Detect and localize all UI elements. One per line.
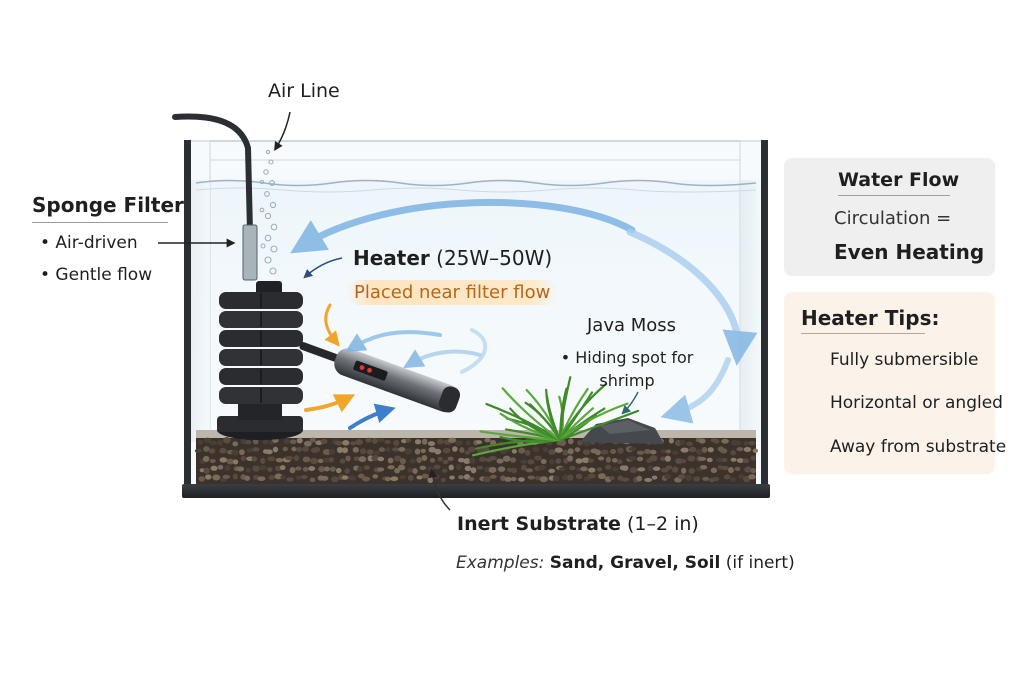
water-flow-title: Water Flow: [838, 169, 960, 191]
tank-base: [182, 484, 770, 498]
heater-tips-divider: [801, 333, 925, 334]
flow-arrow-right: [626, 228, 758, 366]
substrate-depth: (1–2 in): [626, 513, 699, 535]
bubbles-icon: [259, 149, 278, 275]
heater-tips-panel: [784, 292, 995, 474]
heater-tip-item: Fully submersible: [830, 350, 979, 370]
heater-tip-item: Away from substrate: [830, 437, 1007, 457]
air-line-pointer: [274, 111, 291, 152]
sponge-filter-illustration: [217, 281, 303, 440]
substrate-examples-note: (if inert): [725, 553, 795, 573]
sponge-filter-divider: [32, 222, 168, 223]
water-flow-panel: [784, 158, 995, 276]
heater-wattage: (25W–50W): [436, 246, 553, 270]
substrate-examples: Examples: Sand, Gravel, Soil (if inert): [456, 553, 795, 573]
flow-arrow-small-1: [345, 330, 442, 353]
flow-arrow-small-2: [403, 349, 482, 369]
airlift-tube: [242, 224, 258, 281]
heater-placement-note: Placed near filter flow: [346, 280, 559, 305]
substrate-label: Inert Substrate (1–2 in): [457, 513, 699, 535]
air-line-tube: [172, 113, 253, 235]
substrate-pointer: [428, 468, 451, 511]
flow-arrow-warm-1: [304, 394, 356, 413]
substrate-gravel: [194, 430, 759, 484]
flow-arrow-small-3: [460, 328, 488, 374]
substrate-examples-label: Examples:: [456, 553, 545, 573]
java-moss-pointer: [621, 391, 639, 415]
water-flow-divider: [838, 195, 950, 196]
heater-illustration: [299, 342, 461, 413]
air-line-label: Air Line: [268, 80, 340, 102]
heater-title: Heater: [353, 246, 430, 270]
java-moss-illustration: [471, 376, 664, 457]
water-flow-line-1: Circulation =: [834, 208, 952, 229]
heater-label: Heater (25W–50W): [353, 246, 552, 270]
flow-arrow-warm-2: [324, 303, 340, 347]
substrate-title: Inert Substrate: [457, 513, 621, 535]
water-flow-line-2: Even Heating: [834, 240, 985, 264]
sponge-filter-bullet-2: • Gentle flow: [40, 265, 153, 285]
java-moss-title: Java Moss: [587, 315, 677, 336]
heater-tips-title: Heater Tips:: [801, 306, 940, 330]
heater-pointer: [303, 257, 343, 279]
substrate-examples-list: Sand, Gravel, Soil: [549, 553, 721, 573]
heater-tip-item: Horizontal or angled: [830, 393, 1003, 413]
java-moss-description: • Hiding spot for shrimp: [560, 348, 694, 390]
flow-arrow-small-4: [348, 403, 396, 430]
flow-arrow-main: [290, 198, 636, 254]
flow-arrow-return: [660, 357, 731, 424]
sponge-filter-title: Sponge Filter: [32, 193, 184, 217]
sponge-filter-bullet-1: • Air-driven: [40, 233, 138, 253]
